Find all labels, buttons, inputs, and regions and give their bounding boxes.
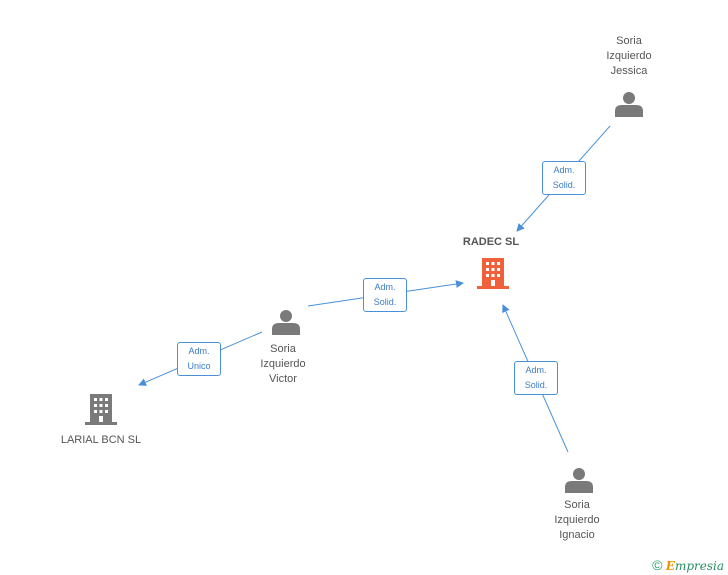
- edge-label-jessica-radec: Adm. Solid.: [542, 161, 586, 195]
- node-label-radec[interactable]: RADEC SL: [462, 236, 520, 248]
- building-icon[interactable]: [477, 258, 509, 289]
- node-label-ignacio[interactable]: Soria Izquierdo Ignacio: [554, 499, 600, 541]
- building-icon[interactable]: [85, 394, 117, 425]
- node-label-jessica[interactable]: Soria Izquierdo Jessica: [606, 35, 652, 77]
- person-icon[interactable]: [615, 92, 643, 117]
- person-icon[interactable]: [565, 468, 593, 493]
- edge-label-victor-radec: Adm. Solid.: [363, 278, 407, 312]
- copyright-icon: ©: [652, 557, 663, 573]
- empresia-watermark: © Empresia: [652, 557, 724, 573]
- person-icon[interactable]: [272, 310, 300, 335]
- edge-label-ignacio-radec: Adm. Solid.: [514, 361, 558, 395]
- edge-label-victor-larial: Adm. Unico: [177, 342, 221, 376]
- brand-logo: Empresia: [665, 559, 724, 573]
- node-label-victor[interactable]: Soria Izquierdo Victor: [260, 343, 306, 385]
- node-label-larial[interactable]: LARIAL BCN SL: [60, 434, 142, 446]
